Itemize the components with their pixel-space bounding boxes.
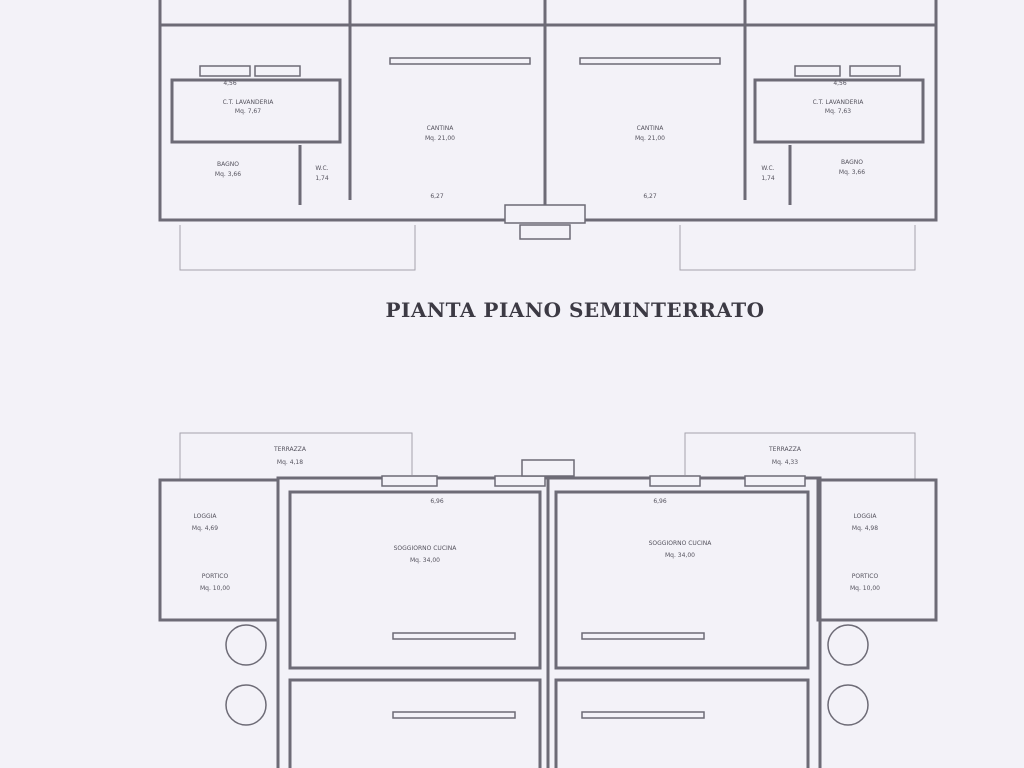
window: [254, 65, 301, 77]
room-label: CANTINA: [427, 125, 455, 132]
room-area: Mq. 7,63: [825, 108, 851, 115]
window: [381, 475, 438, 487]
room-area: Mq. 3,66: [839, 169, 865, 176]
room: [288, 678, 542, 768]
room-label: SOGGIORNO CUCINA: [394, 545, 458, 552]
ground-plan: TERRAZZA Mq. 4,18 LOGGIA Mq. 4,69 PORTIC…: [158, 432, 938, 768]
room-area: 1,74: [315, 175, 329, 182]
room-area: Mq. 4,69: [192, 525, 218, 532]
dimension: 4,56: [223, 80, 237, 87]
window: [389, 57, 531, 65]
spiral-stair: [827, 624, 869, 666]
window: [392, 632, 516, 640]
room: [554, 678, 810, 768]
basement-outline: [158, 0, 938, 222]
soggiorno-left: [288, 490, 542, 670]
window: [494, 475, 546, 487]
window: [581, 632, 705, 640]
window: [581, 711, 705, 719]
soggiorno-right: [554, 490, 810, 670]
room-label: TERRAZZA: [768, 446, 802, 453]
loggia-right: [816, 478, 938, 622]
dimension: 4,56: [833, 80, 847, 87]
lavanderia-left: [170, 78, 342, 144]
dimension: 6,96: [653, 498, 667, 505]
room-label: CANTINA: [637, 125, 665, 132]
room-label: LOGGIA: [193, 513, 217, 520]
window: [392, 711, 516, 719]
outline-dashed: [679, 225, 916, 271]
terrace-outline: [179, 432, 413, 480]
room-area: Mq. 34,00: [665, 552, 695, 559]
spiral-stair: [827, 684, 869, 726]
room-area: Mq. 4,98: [852, 525, 878, 532]
room-label: LOGGIA: [853, 513, 877, 520]
room-label: BAGNO: [217, 161, 239, 168]
room-area: Mq. 4,33: [772, 459, 798, 466]
room-area: Mq. 7,67: [235, 108, 261, 115]
outline-dashed: [179, 225, 416, 271]
window: [744, 475, 806, 487]
room-area: Mq. 10,00: [200, 585, 230, 592]
window: [849, 65, 901, 77]
basement-plan: C.T. LAVANDERIA Mq. 7,67 4,56 BAGNO Mq. …: [158, 0, 938, 271]
spiral-stair: [225, 624, 267, 666]
room-label: PORTICO: [852, 573, 879, 580]
room-label: PORTICO: [202, 573, 229, 580]
window: [794, 65, 841, 77]
room-area: Mq. 10,00: [850, 585, 880, 592]
window: [649, 475, 701, 487]
window: [199, 65, 251, 77]
room-label: C.T. LAVANDERIA: [813, 99, 865, 106]
dimension: 6,27: [430, 193, 444, 200]
dimension: 6,27: [643, 193, 657, 200]
entrance: [504, 204, 586, 224]
spiral-stair: [225, 684, 267, 726]
room-area: Mq. 21,00: [635, 135, 665, 142]
window: [579, 57, 721, 65]
room-label: C.T. LAVANDERIA: [223, 99, 275, 106]
room-area: Mq. 34,00: [410, 557, 440, 564]
room-area: Mq. 21,00: [425, 135, 455, 142]
room-label: BAGNO: [841, 159, 863, 166]
lavanderia-right: [753, 78, 925, 144]
room-area: 1,74: [761, 175, 775, 182]
dimension: 6,96: [430, 498, 444, 505]
room-label: SOGGIORNO CUCINA: [649, 540, 713, 547]
room-label: W.C.: [761, 165, 774, 172]
loggia-left: [158, 478, 280, 622]
room-area: Mq. 4,18: [277, 459, 303, 466]
room-label: TERRAZZA: [273, 446, 307, 453]
room-label: W.C.: [315, 165, 328, 172]
step: [519, 224, 571, 240]
terrace-outline: [684, 432, 916, 480]
plan-title: PIANTA PIANO SEMINTERRATO: [385, 298, 765, 322]
room-area: Mq. 3,66: [215, 171, 241, 178]
entrance: [521, 459, 575, 477]
